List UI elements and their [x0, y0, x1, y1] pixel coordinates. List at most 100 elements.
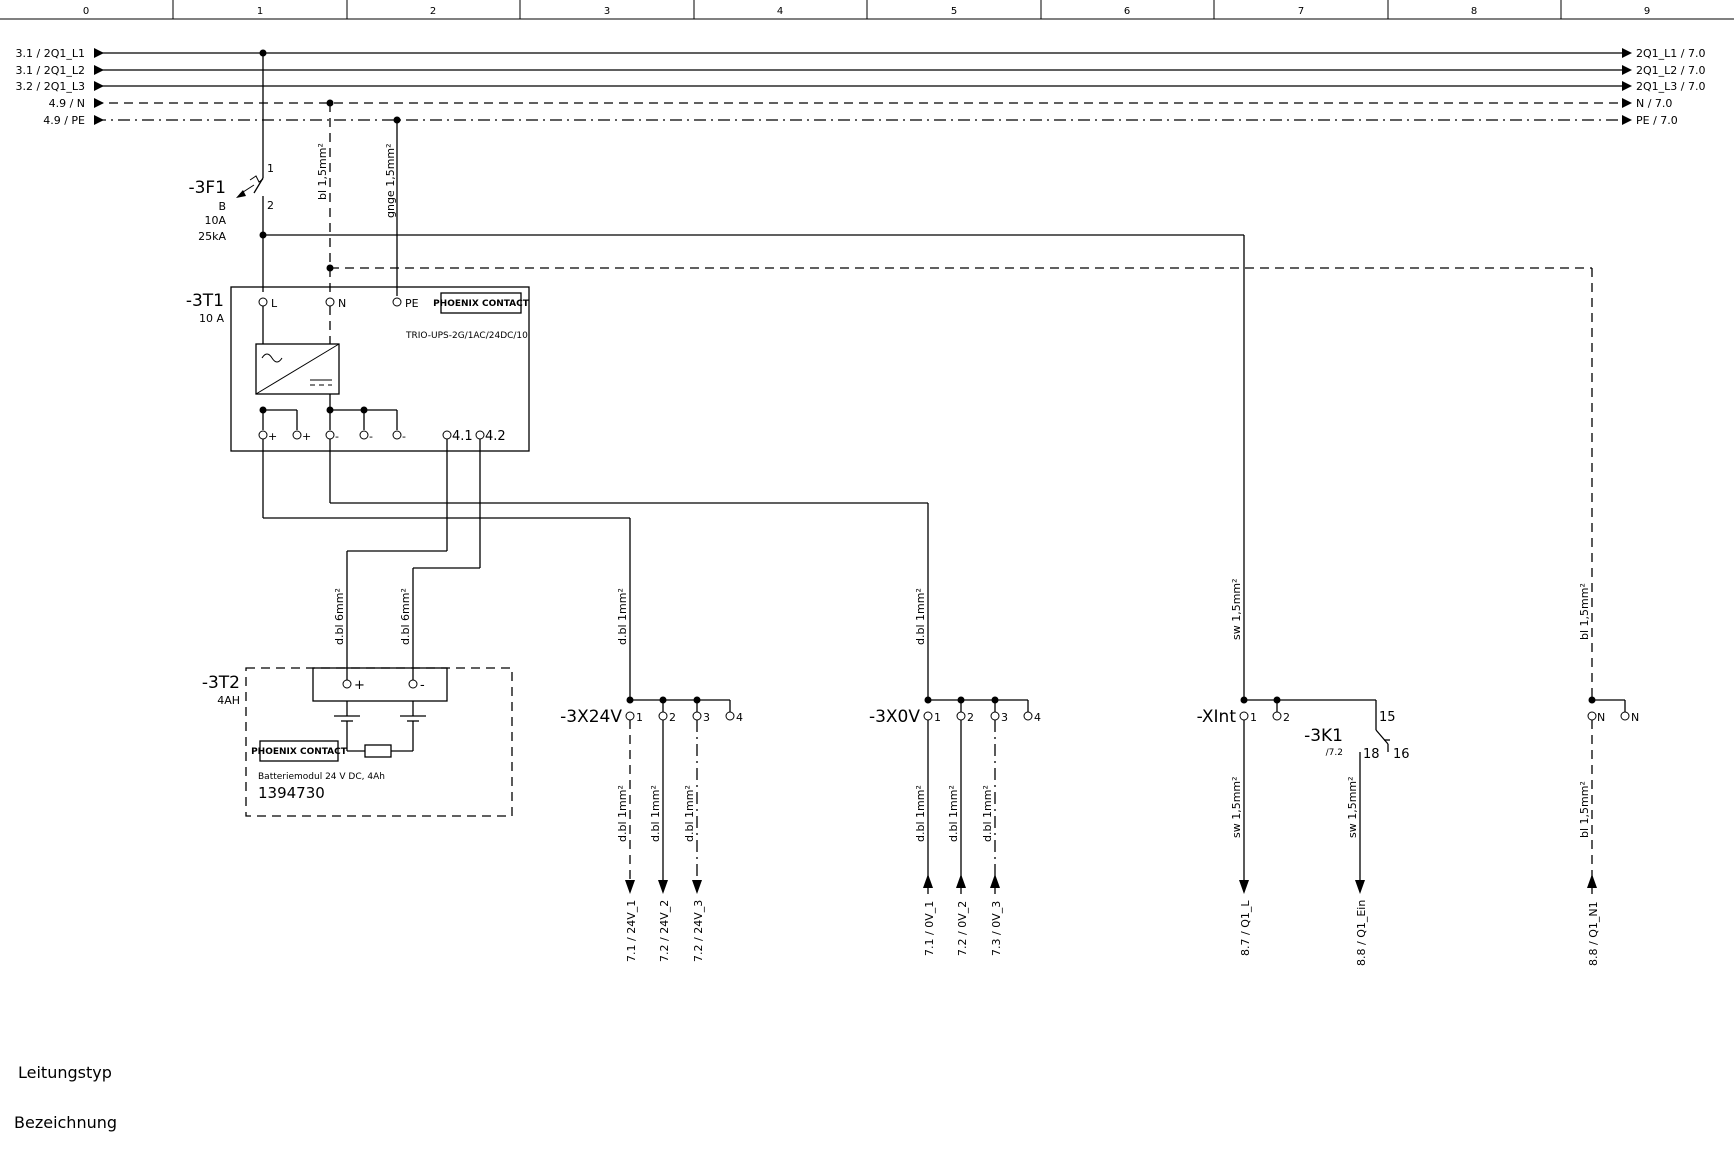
x0-out2-ref: 7.2 / 0V_2 — [956, 901, 969, 956]
x0-feed-label: d.bl 1mm² — [914, 588, 927, 645]
column-label: 0 — [83, 6, 89, 17]
x0-out1-ref: 7.1 / 0V_1 — [923, 901, 936, 956]
xint-name: -XInt — [1197, 707, 1237, 727]
x0-term-1: 1 — [934, 711, 941, 724]
t1-logo: PHOENIX CONTACT — [433, 299, 530, 309]
k1-name: -3K1 — [1304, 726, 1343, 746]
n-term2: N — [1631, 711, 1639, 724]
x0-name: -3X0V — [869, 707, 920, 727]
k1-pin16: 16 — [1393, 747, 1410, 762]
x0-term-4: 4 — [1034, 711, 1041, 724]
x24-term-2: 2 — [669, 711, 676, 724]
t2-wire2-label: d.bl 6mm² — [399, 588, 412, 645]
x24-out2-wire: d.bl 1mm² — [649, 785, 662, 842]
column-label: 4 — [777, 6, 783, 17]
bus-label-right: 2Q1_L2 / 7.0 — [1636, 64, 1705, 77]
n-term1: N — [1597, 711, 1605, 724]
t2-capacity: 4AH — [217, 694, 240, 707]
bus-label-left: 3.1 / 2Q1_L1 — [16, 47, 85, 60]
x0-out2-wire: d.bl 1mm² — [947, 785, 960, 842]
f1-pin1: 1 — [267, 162, 274, 175]
t1-term-pe: PE — [405, 297, 419, 310]
supply-drops: bl 1,5mm² gnge 1,5mm² — [263, 103, 1593, 700]
t1-term-l: L — [271, 297, 278, 310]
x24-name: -3X24V — [560, 707, 622, 727]
battery-3t2: -3T2 4AH + - PHOENIX CONTACT Batteriemod… — [202, 667, 513, 817]
column-label: 6 — [1124, 6, 1130, 17]
x24-out1-ref: 7.1 / 24V_1 — [625, 900, 638, 962]
bus-label-right: PE / 7.0 — [1636, 114, 1678, 127]
x0-out3-wire: d.bl 1mm² — [981, 785, 994, 842]
x24-term-4: 4 — [736, 711, 743, 724]
breaker-3f1: 1 2 -3F1 B 10A 25kA — [188, 53, 274, 292]
t2-plus: + — [354, 678, 365, 693]
x0-term-3: 3 — [1001, 711, 1008, 724]
t1-out-plus2: + — [302, 430, 311, 443]
k1-wire-label: sw 1,5mm² — [1346, 776, 1359, 838]
t1-out-minus3: - — [402, 430, 406, 443]
k1-pin18: 18 — [1363, 747, 1380, 762]
x0-out3-ref: 7.3 / 0V_3 — [990, 901, 1003, 956]
pe-wire-label: gnge 1,5mm² — [384, 143, 397, 218]
f1-breaking: 25kA — [198, 230, 226, 243]
t1-type: TRIO-UPS-2G/1AC/24DC/10 — [405, 331, 528, 341]
x24-out1-wire: d.bl 1mm² — [616, 785, 629, 842]
terminal-strip-3x0v: -3X0V 1 2 3 4 d.bl 1mm² d.bl 1mm² d.bl 1… — [869, 696, 1041, 956]
t1-name: -3T1 — [186, 291, 224, 311]
bus-label-left: 3.2 / 2Q1_L3 — [16, 80, 85, 93]
f1-pin2: 2 — [267, 199, 274, 212]
t2-desc: Batteriemodul 24 V DC, 4Ah — [258, 772, 385, 782]
f1-current: 10A — [204, 214, 226, 227]
terminal-strip-3x24v: -3X24V 1 2 3 4 d.bl 1mm² d.bl 1mm² d.bl … — [560, 696, 743, 962]
column-ruler: 0 1 2 3 4 5 6 7 8 9 — [0, 0, 1734, 20]
k1-ref: /7.2 — [1326, 748, 1343, 758]
xint-out-wire: sw 1,5mm² — [1230, 776, 1243, 838]
t1-out-42: 4.2 — [485, 429, 506, 444]
t1-term-n: N — [338, 297, 346, 310]
column-label: 3 — [604, 6, 610, 17]
column-label: 9 — [1644, 6, 1650, 17]
n-out-wire: bl 1,5mm² — [1578, 781, 1591, 838]
bus-label-left: 3.1 / 2Q1_L2 — [16, 64, 85, 77]
bus-label-left: 4.9 / N — [49, 97, 85, 110]
t2-minus: - — [420, 678, 425, 693]
terminal-n-right: bl 1,5mm² N N bl 1,5mm² 8.8 / Q1_N1 — [1578, 583, 1639, 966]
t2-logo: PHOENIX CONTACT — [251, 747, 348, 757]
bus-lines: 3.1 / 2Q1_L1 3.1 / 2Q1_L2 3.2 / 2Q1_L3 4… — [16, 47, 1706, 127]
xint-term-2: 2 — [1283, 711, 1290, 724]
t2-wire1-label: d.bl 6mm² — [333, 588, 346, 645]
x0-term-2: 2 — [967, 711, 974, 724]
f1-char: B — [218, 200, 226, 213]
bus-label-right: 2Q1_L3 / 7.0 — [1636, 80, 1705, 93]
terminal-xint: sw 1,5mm² -XInt 1 2 sw 1,5mm² 8.7 / Q1_L — [1197, 578, 1376, 956]
xint-term-1: 1 — [1250, 711, 1257, 724]
x0-out1-wire: d.bl 1mm² — [914, 785, 927, 842]
ups-output-wiring: d.bl 1mm² d.bl 1mm² d.bl 6mm² d.bl 6mm² — [262, 439, 929, 700]
xint-feed-label: sw 1,5mm² — [1230, 578, 1243, 640]
t1-out-plus1: + — [268, 430, 277, 443]
column-label: 8 — [1471, 6, 1477, 17]
x24-out2-ref: 7.2 / 24V_2 — [658, 900, 671, 962]
n-out-ref: 8.8 / Q1_N1 — [1587, 901, 1600, 966]
bus-label-right: 2Q1_L1 / 7.0 — [1636, 47, 1705, 60]
k1-pin15: 15 — [1379, 710, 1396, 725]
x24-term-1: 1 — [636, 711, 643, 724]
x24-feed-label: d.bl 1mm² — [616, 588, 629, 645]
n-wire-label: bl 1,5mm² — [316, 143, 329, 200]
ups-3t1: -3T1 10 A L N PE PHOENIX CONTACT TRIO-UP… — [186, 286, 530, 452]
column-label: 2 — [430, 6, 436, 17]
column-label: 1 — [257, 6, 263, 17]
column-label: 7 — [1298, 6, 1304, 17]
t2-partno: 1394730 — [258, 784, 325, 802]
t1-rating: 10 A — [199, 312, 224, 325]
footer-designation: Bezeichnung — [14, 1113, 117, 1132]
bus-label-right: N / 7.0 — [1636, 97, 1672, 110]
x24-out3-wire: d.bl 1mm² — [683, 785, 696, 842]
t2-name: -3T2 — [202, 673, 240, 693]
x24-term-3: 3 — [703, 711, 710, 724]
t1-out-minus2: - — [369, 430, 373, 443]
footer-cable-type: Leitungstyp — [18, 1063, 112, 1082]
column-label: 5 — [951, 6, 957, 17]
xint-n-feed-label: bl 1,5mm² — [1578, 583, 1591, 640]
